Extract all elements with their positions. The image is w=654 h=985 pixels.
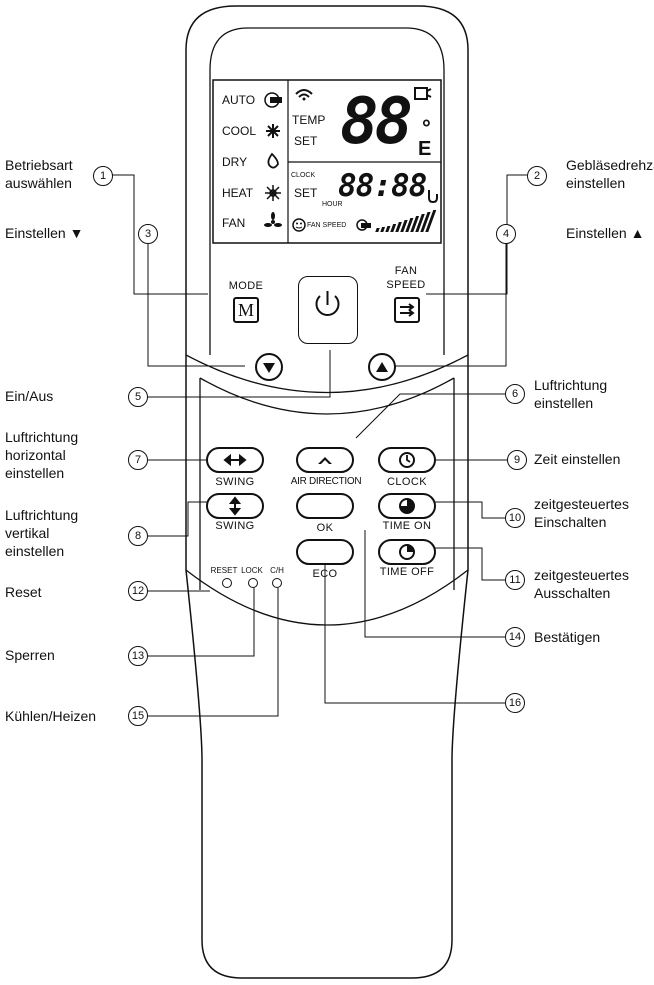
- time-off-button[interactable]: [378, 539, 436, 565]
- air-direction-label: AIR DIRECTION: [290, 476, 362, 487]
- ch-button[interactable]: [272, 578, 282, 588]
- swing-h-label: SWING: [215, 476, 255, 488]
- clock-button[interactable]: [378, 447, 436, 473]
- callout-2-text: Gebläsedrehzahleinstellen: [566, 157, 654, 191]
- mode-fan-label: FAN: [222, 216, 246, 230]
- callout-number-15: 15: [128, 706, 148, 726]
- callout-15-text: Kühlen/Heizen: [5, 708, 97, 724]
- timer-on-icon: [399, 498, 415, 514]
- chevron-up-icon: [318, 457, 332, 464]
- swing-v-label: SWING: [215, 520, 255, 532]
- callout-3-text: Einstellen ▼: [5, 225, 84, 241]
- drop-icon: [267, 152, 279, 169]
- fan-speed-label-2: SPEED: [386, 279, 426, 291]
- clock-label: CLOCK: [291, 172, 316, 179]
- callout-number-11: 11: [505, 570, 525, 590]
- callout-12-text: Reset: [5, 584, 42, 600]
- up-button[interactable]: [368, 353, 396, 381]
- timer-off-icon: [399, 544, 415, 560]
- callout-number-14: 14: [505, 627, 525, 647]
- power-button[interactable]: [298, 276, 358, 344]
- callout-number-16: 16: [505, 693, 525, 713]
- mode-label: MODE: [228, 280, 264, 292]
- callout-number-1: 1: [93, 166, 113, 186]
- set-label: SET: [294, 134, 318, 148]
- sun-icon: [265, 185, 281, 201]
- clock-digits: 88:88: [338, 168, 427, 204]
- callout-number-8: 8: [128, 526, 148, 546]
- hour-label: HOUR: [322, 201, 343, 208]
- horizontal-arrow-icon: [223, 453, 247, 467]
- ch-label: C/H: [270, 566, 284, 575]
- eco-button[interactable]: [296, 539, 354, 565]
- power-icon: [315, 291, 340, 317]
- signal-icon: [295, 89, 313, 101]
- triangle-down-icon: [263, 363, 275, 373]
- callout-number-12: 12: [128, 581, 148, 601]
- mode-cool-label: COOL: [222, 124, 257, 138]
- clock-icon: [399, 452, 415, 468]
- ok-button[interactable]: [296, 493, 354, 519]
- callout-number-4: 4: [496, 224, 516, 244]
- callout-number-6: 6: [505, 384, 525, 404]
- time-on-button[interactable]: [378, 493, 436, 519]
- callout-number-7: 7: [128, 450, 148, 470]
- callout-4-text: Einstellen ▲: [566, 225, 645, 241]
- ok-label: OK: [316, 522, 334, 534]
- temp-label: TEMP: [292, 113, 326, 127]
- callout-13-text: Sperren: [5, 647, 55, 663]
- time-on-label: TIME ON: [382, 520, 432, 532]
- callout-14-text: Bestätigen: [534, 629, 601, 645]
- unit-symbol: E: [418, 138, 432, 160]
- vertical-arrow-icon: [228, 496, 242, 516]
- fan-speed-label: FAN SPEED: [307, 222, 347, 229]
- mode-heat-label: HEAT: [222, 186, 254, 200]
- fan-icon: [264, 212, 282, 227]
- callout-5-text: Ein/Aus: [5, 388, 54, 404]
- reset-button[interactable]: [222, 578, 232, 588]
- mode-button[interactable]: M: [233, 297, 259, 323]
- swing-vertical-button[interactable]: [206, 493, 264, 519]
- fan-speed-arrows-icon: [400, 303, 415, 317]
- mode-icons: [264, 92, 282, 227]
- callout-number-9: 9: [507, 450, 527, 470]
- lock-button[interactable]: [248, 578, 258, 588]
- fan-speed-button[interactable]: [394, 297, 420, 323]
- lock-label: LOCK: [241, 566, 263, 575]
- callout-9-text: Zeit einstellen: [534, 451, 621, 467]
- swing-horizontal-button[interactable]: [206, 447, 264, 473]
- time-off-label: TIME OFF: [379, 566, 435, 578]
- air-direction-button[interactable]: [296, 447, 354, 473]
- callout-number-2: 2: [527, 166, 547, 186]
- auto-fan-icon: [356, 219, 371, 231]
- smiley-icon: [292, 218, 306, 232]
- callout-number-5: 5: [128, 387, 148, 407]
- clock-button-label: CLOCK: [387, 476, 427, 488]
- fan-speed-bars: [375, 210, 436, 232]
- clock-set-label: SET: [294, 186, 318, 200]
- callout-number-3: 3: [138, 224, 158, 244]
- fan-speed-label-1: FAN: [394, 265, 418, 277]
- eco-label: ECO: [312, 568, 338, 580]
- degree-symbol: °: [422, 115, 431, 140]
- mode-dry-label: DRY: [222, 155, 248, 169]
- callout-number-13: 13: [128, 646, 148, 666]
- temperature-digits: 88: [340, 85, 413, 159]
- auto-icon: [264, 92, 282, 108]
- down-button[interactable]: [255, 353, 283, 381]
- callout-number-10: 10: [505, 508, 525, 528]
- reset-label: RESET: [210, 566, 238, 575]
- snowflake-icon: [266, 124, 280, 138]
- hand-icon: [428, 190, 438, 204]
- person-icon: [414, 87, 432, 100]
- triangle-up-icon: [376, 362, 388, 372]
- mode-auto-label: AUTO: [222, 93, 256, 107]
